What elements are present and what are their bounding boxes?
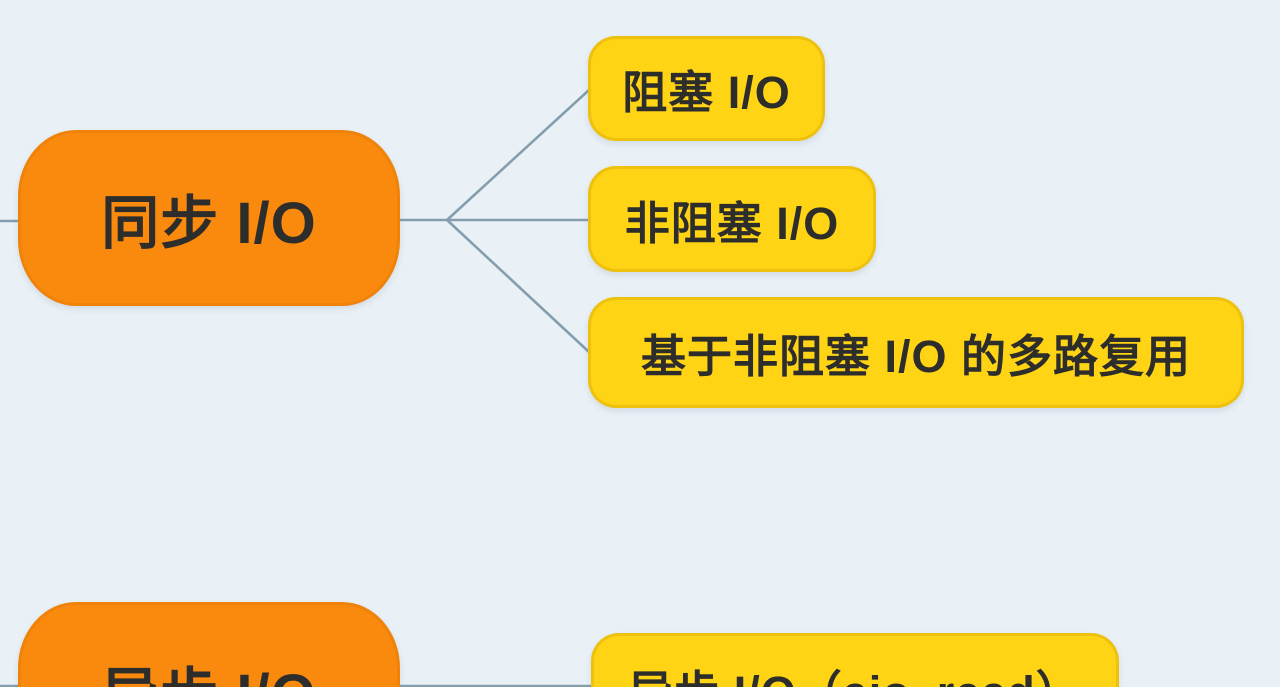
node-nonblocking-io[interactable]: 非阻塞 I/O bbox=[588, 166, 876, 272]
node-blocking-io[interactable]: 阻塞 I/O bbox=[588, 36, 825, 141]
node-async-io-label: 异步 I/O bbox=[101, 648, 316, 687]
node-multiplexing-io[interactable]: 基于非阻塞 I/O 的多路复用 bbox=[588, 297, 1244, 408]
connector-sync-to-blocking bbox=[445, 88, 591, 222]
node-multiplexing-io-label: 基于非阻塞 I/O 的多路复用 bbox=[640, 331, 1191, 382]
node-async-aio-read-label: 异步 I/O（aio_read） bbox=[628, 656, 1082, 687]
connector-sync-to-multiplexing bbox=[445, 218, 591, 354]
node-async-io[interactable]: 异步 I/O bbox=[18, 602, 400, 687]
node-blocking-io-label: 阻塞 I/O bbox=[622, 67, 791, 118]
node-nonblocking-io-label: 非阻塞 I/O bbox=[624, 197, 840, 249]
node-async-aio-read[interactable]: 异步 I/O（aio_read） bbox=[591, 633, 1119, 687]
node-sync-io-label: 同步 I/O bbox=[101, 191, 317, 256]
node-sync-io[interactable]: 同步 I/O bbox=[18, 130, 400, 306]
